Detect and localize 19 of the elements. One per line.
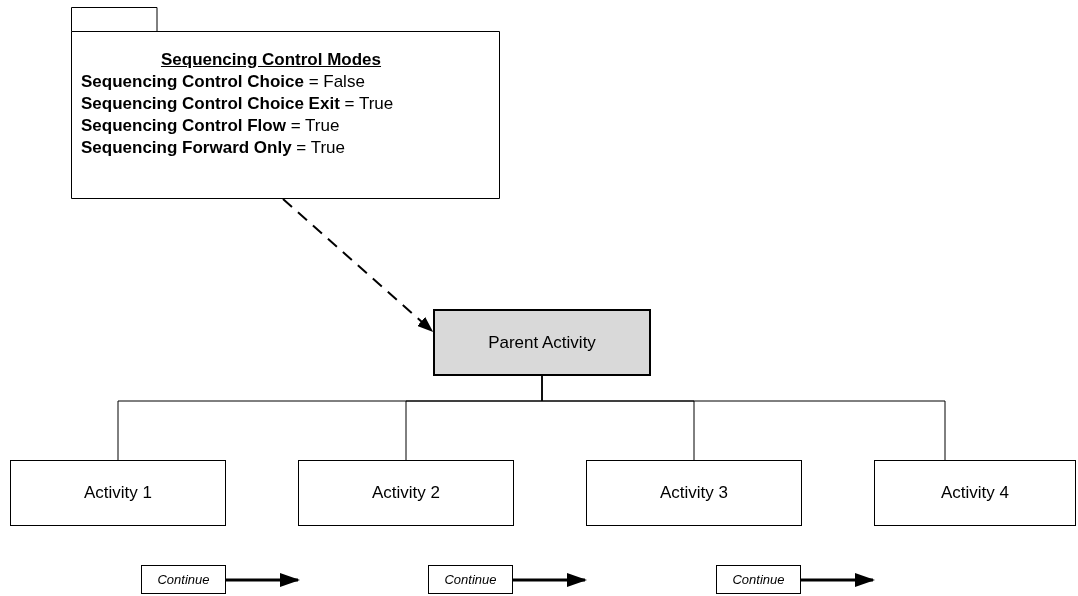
- activity-box: Activity 3: [586, 460, 802, 526]
- package-box: [71, 7, 500, 199]
- continue-box: Continue: [428, 565, 513, 594]
- activity-box: Activity 1: [10, 460, 226, 526]
- continue-box: Continue: [716, 565, 801, 594]
- continue-box: Continue: [141, 565, 226, 594]
- mode-setting: Sequencing Control Choice = False: [81, 71, 366, 93]
- parent-activity-box: Parent Activity: [433, 309, 651, 376]
- arrow: [282, 198, 433, 332]
- package-heading: Sequencing Control Modes: [159, 49, 383, 71]
- connector-line: [541, 375, 946, 461]
- mode-setting: Sequencing Control Choice Exit = True: [81, 93, 395, 115]
- mode-setting: Sequencing Control Flow = True: [81, 115, 341, 137]
- mode-setting: Sequencing Forward Only = True: [81, 137, 347, 159]
- activity-box: Activity 2: [298, 460, 514, 526]
- arrow: [513, 573, 587, 587]
- arrow: [226, 573, 300, 587]
- activity-box: Activity 4: [874, 460, 1076, 526]
- arrow: [801, 573, 875, 587]
